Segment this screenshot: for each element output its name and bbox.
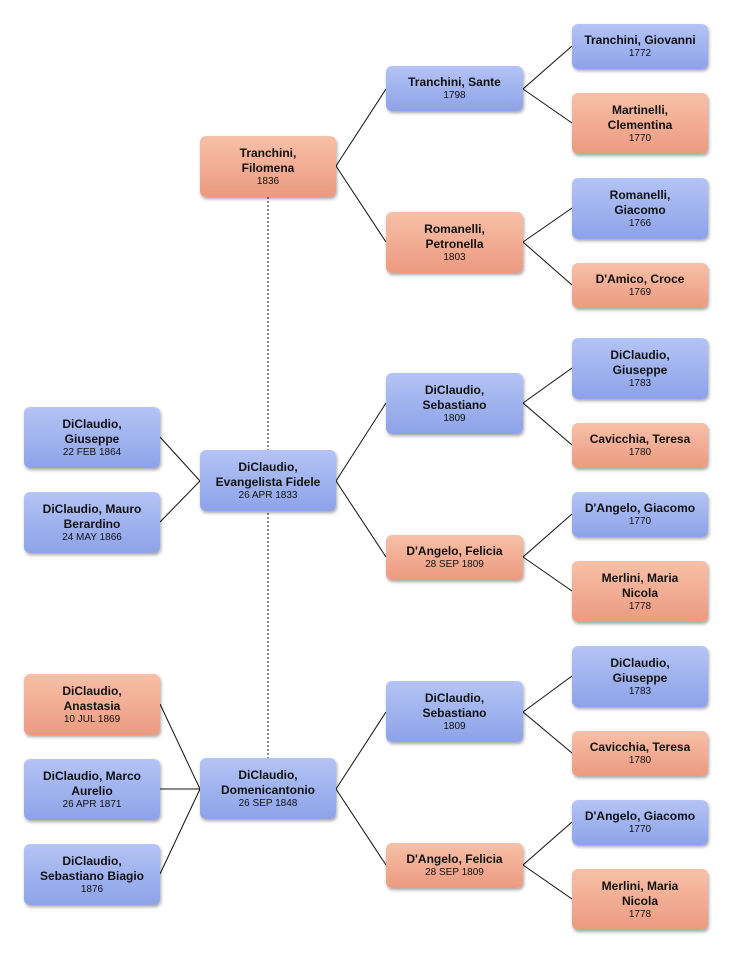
parent-link	[522, 367, 573, 446]
person-card[interactable]: DiClaudio,Sebastiano 1809	[386, 373, 523, 434]
parent-link	[335, 402, 387, 558]
person-date: 1772	[628, 48, 652, 59]
person-date: 22 FEB 1864	[62, 446, 122, 458]
person-date: 1809	[443, 412, 466, 424]
person-card[interactable]: Cavicchia, Teresa 1780	[572, 731, 708, 776]
person-name: DiClaudio,Giuseppe	[610, 347, 670, 377]
person-name: D'Angelo, Giacomo	[584, 501, 696, 515]
person-name: Tranchini, Sante	[408, 75, 501, 89]
person-date: 28 SEP 1809	[425, 559, 484, 570]
person-date: 1770	[628, 824, 652, 835]
person-date: 1809	[443, 720, 466, 732]
person-name: Romanelli,Petronella	[424, 221, 485, 251]
person-card[interactable]: Martinelli,Clementina 1770	[572, 93, 708, 154]
child-link	[159, 788, 201, 875]
person-date: 1780	[628, 755, 652, 766]
person-date: 1780	[628, 447, 652, 458]
person-name: DiClaudio,Sebastiano Biagio	[39, 853, 145, 883]
person-card[interactable]: Romanelli,Giacomo 1766	[572, 178, 708, 239]
parent-link	[335, 711, 387, 866]
person-name: DiClaudio,Anastasia	[62, 683, 122, 713]
person-date: 1766	[628, 217, 652, 229]
person-card[interactable]: D'Amico, Croce 1769	[572, 263, 708, 308]
person-name: Martinelli,Clementina	[607, 102, 673, 132]
person-card[interactable]: DiClaudio,Sebastiano Biagio 1876	[24, 844, 160, 905]
person-date: 1876	[80, 883, 104, 895]
person-date: 1778	[628, 600, 652, 612]
person-card[interactable]: DiClaudio,Domenicantonio 26 SEP 1848	[200, 758, 336, 819]
person-name: DiClaudio,Sebastiano	[422, 382, 487, 412]
person-name: D'Angelo, Giacomo	[584, 809, 696, 823]
person-card[interactable]: D'Angelo, Felicia 28 SEP 1809	[386, 843, 523, 888]
person-date: 1770	[628, 516, 652, 527]
person-card[interactable]: Romanelli,Petronella 1803	[386, 212, 523, 273]
parent-link	[522, 513, 573, 592]
person-card[interactable]: DiClaudio,Giuseppe 1783	[572, 338, 708, 399]
person-date: 1798	[443, 90, 466, 101]
parent-link	[335, 88, 387, 243]
person-date: 1783	[628, 685, 652, 697]
parent-link	[522, 821, 573, 900]
person-date: 1770	[628, 132, 652, 144]
person-name: Romanelli,Giacomo	[609, 187, 671, 217]
parent-link	[522, 207, 573, 286]
child-link	[159, 436, 201, 523]
person-name: D'Angelo, Felicia	[406, 852, 503, 866]
person-name: Cavicchia, Teresa	[589, 432, 691, 446]
person-date: 24 MAY 1866	[62, 531, 122, 543]
person-name: DiClaudio,Sebastiano	[422, 690, 487, 720]
person-date: 1803	[443, 251, 466, 263]
person-name: Tranchini,Filomena	[239, 145, 297, 175]
person-name: D'Amico, Croce	[595, 272, 685, 286]
person-card[interactable]: Tranchini,Filomena 1836	[200, 136, 336, 197]
person-card[interactable]: DiClaudio,Sebastiano 1809	[386, 681, 523, 742]
person-date: 1783	[628, 377, 652, 389]
person-date: 1836	[256, 175, 280, 187]
person-date: 26 SEP 1848	[238, 797, 298, 809]
person-card[interactable]: DiClaudio,Giuseppe 1783	[572, 646, 708, 707]
person-card[interactable]: Cavicchia, Teresa 1780	[572, 423, 708, 468]
person-date: 26 APR 1833	[238, 489, 298, 501]
parent-link	[522, 675, 573, 754]
person-name: DiClaudio,Giuseppe	[62, 416, 122, 446]
person-card[interactable]: DiClaudio,Giuseppe 22 FEB 1864	[24, 407, 160, 468]
parent-link	[522, 45, 573, 124]
person-date: 28 SEP 1809	[425, 867, 484, 878]
person-card[interactable]: Tranchini, Giovanni 1772	[572, 24, 708, 69]
person-date: 1769	[628, 287, 652, 298]
person-name: Tranchini, Giovanni	[584, 33, 696, 47]
person-date: 26 APR 1871	[62, 798, 122, 810]
person-date: 10 JUL 1869	[63, 713, 121, 725]
person-name: D'Angelo, Felicia	[406, 544, 503, 558]
person-card[interactable]: D'Angelo, Giacomo 1770	[572, 800, 708, 845]
person-card[interactable]: Tranchini, Sante 1798	[386, 66, 523, 111]
person-card[interactable]: DiClaudio,Evangelista Fidele 26 APR 1833	[200, 450, 336, 511]
person-name: DiClaudio,Giuseppe	[610, 655, 670, 685]
person-date: 1778	[628, 908, 652, 920]
person-name: Cavicchia, Teresa	[589, 740, 691, 754]
person-card[interactable]: D'Angelo, Giacomo 1770	[572, 492, 708, 537]
person-card[interactable]: D'Angelo, Felicia 28 SEP 1809	[386, 535, 523, 580]
person-name: DiClaudio,Domenicantonio	[220, 767, 315, 797]
person-name: DiClaudio,Evangelista Fidele	[215, 459, 321, 489]
child-link	[159, 703, 201, 790]
person-card[interactable]: DiClaudio,Anastasia 10 JUL 1869	[24, 674, 160, 735]
